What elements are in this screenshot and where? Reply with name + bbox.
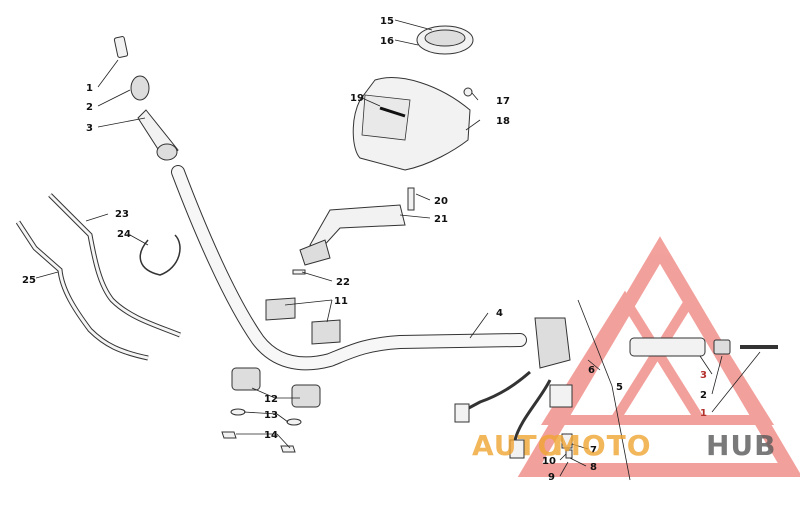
callout-19: 19 [350,93,364,104]
callout-right-2: 2 [700,390,707,401]
watermark-brand-auto: AUTO [472,429,562,462]
callout-2: 2 [86,102,93,113]
callout-4: 4 [496,308,503,319]
callout-24: 24 [117,229,131,240]
watermark-text: AUTO MOTO HUB [472,429,777,462]
callout-6: 6 [588,365,595,376]
callout-3: 3 [86,123,93,134]
callout-11: 11 [334,296,348,307]
callout-16: 16 [380,36,394,47]
left-grip-assembly [113,36,179,161]
mount-bracket [292,187,415,275]
callout-25: 25 [22,275,36,286]
callout-21: 21 [434,214,448,225]
callout-18: 18 [496,116,510,127]
gauge-unit [416,25,474,97]
watermark-logo [517,236,800,477]
handlebar [171,165,527,371]
callout-17: 17 [496,96,510,107]
riser-clamps [265,297,341,345]
callout-9: 9 [548,472,555,483]
risers [221,367,321,453]
callout-23: 23 [115,209,129,220]
callout-13: 13 [264,410,278,421]
callout-labels: 1 2 3 4 5 6 7 8 9 10 11 12 13 14 15 16 1… [22,16,707,483]
callout-15: 15 [380,16,394,27]
watermark-brand-moto: MOTO [553,429,652,462]
leader-lines [35,19,761,481]
callout-8: 8 [590,462,597,473]
watermark-brand-hub: HUB [706,429,777,462]
callout-7: 7 [590,445,597,456]
callout-22: 22 [336,277,350,288]
right-controls [454,317,573,459]
cables [15,193,181,361]
callout-20: 20 [434,196,448,207]
instrument-cluster [352,77,471,171]
callout-12: 12 [264,394,278,405]
right-grip-assembly [629,337,778,357]
callout-10: 10 [542,456,556,467]
callout-right-1: 1 [700,408,707,419]
callout-right-3: 3 [700,370,707,381]
callout-1: 1 [86,83,93,94]
callout-5: 5 [616,382,623,393]
callout-14: 14 [264,430,278,441]
